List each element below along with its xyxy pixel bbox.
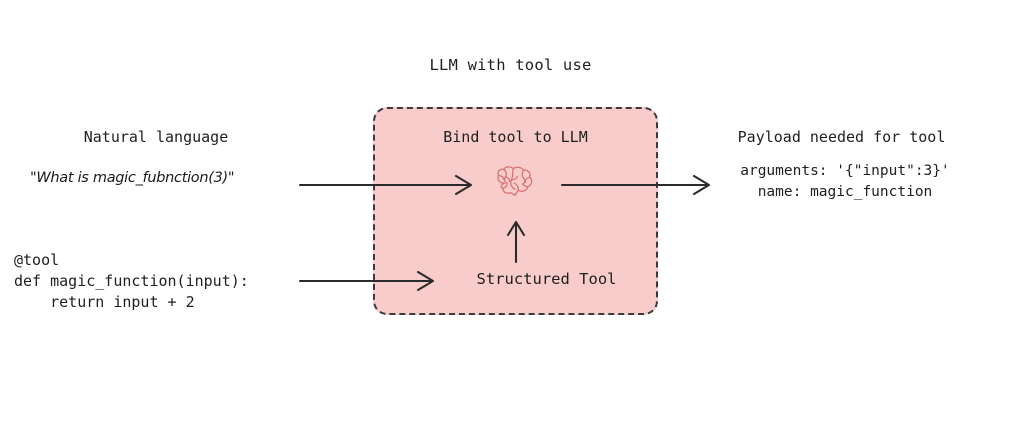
structured-tool-label: Structured Tool <box>476 270 617 288</box>
payload-text: arguments: '{"input":3}' name: magic_fun… <box>740 163 950 200</box>
natural-language-heading: Natural language <box>83 128 229 146</box>
bind-tool-to-llm-heading: Bind tool to LLM <box>443 128 588 146</box>
diagram-title: LLM with tool use <box>429 56 592 74</box>
payload-heading: Payload needed for tool <box>737 128 946 146</box>
tool-code-block: @tool def magic_function(input): return … <box>14 251 249 311</box>
natural-language-query-text: "What is magic_fubnction(3)" <box>30 170 235 186</box>
